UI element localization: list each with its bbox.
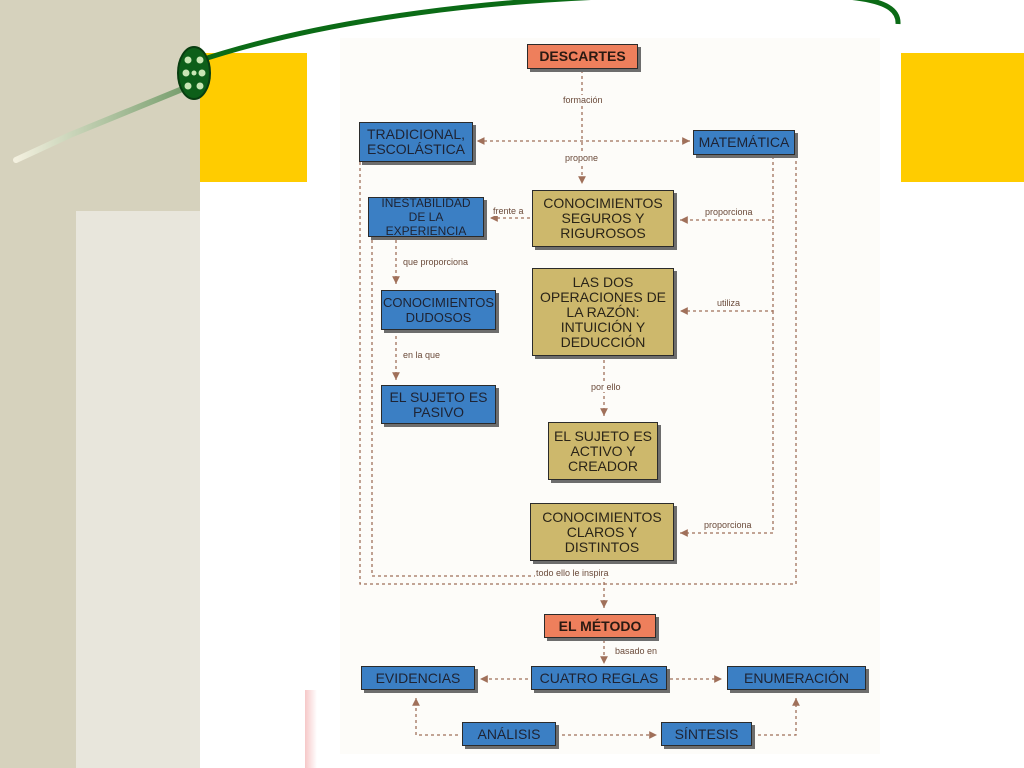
- label-propone: propone: [564, 153, 600, 163]
- label-todo-ello: todo ello le inspira: [535, 568, 610, 578]
- node-conocimientos-dudosos: CONOCIMIENTOS DUDOSOS: [381, 290, 496, 330]
- node-enumeracion: ENUMERACIÓN: [727, 666, 866, 690]
- node-sintesis: SÍNTESIS: [661, 722, 752, 746]
- accent-block-left: [200, 53, 307, 182]
- node-evidencias: EVIDENCIAS: [361, 666, 475, 690]
- node-sujeto-activo: EL SUJETO ES ACTIVO Y CREADOR: [548, 422, 658, 480]
- node-conocimientos-seguros: CONOCIMIENTOS SEGUROS Y RIGUROSOS: [532, 190, 674, 247]
- node-inestabilidad: INESTABILIDAD DE LA EXPERIENCIA: [368, 196, 484, 238]
- label-en-la-que: en la que: [402, 350, 442, 360]
- node-cuatro-reglas: CUATRO REGLAS: [531, 666, 667, 690]
- node-analisis: ANÁLISIS: [462, 722, 556, 746]
- side-panel: [76, 211, 200, 768]
- label-proporciona-2: proporciona: [703, 520, 753, 530]
- node-tradicional: TRADICIONAL, ESCOLÁSTICA: [359, 122, 473, 162]
- label-utiliza: utiliza: [716, 298, 742, 308]
- red-edge-fade: [305, 690, 317, 768]
- node-dos-operaciones: LAS DOS OPERACIONES DE LA RAZÓN: INTUICI…: [532, 268, 674, 356]
- accent-block-right: [901, 53, 1024, 182]
- label-frente-a: frente a: [492, 206, 525, 216]
- label-por-ello: por ello: [590, 382, 622, 392]
- label-formacion: formación: [562, 95, 604, 105]
- label-que-proporciona: que proporciona: [402, 257, 470, 267]
- node-conocimientos-claros: CONOCIMIENTOS CLAROS Y DISTINTOS: [530, 503, 674, 561]
- label-proporciona-1: proporciona: [704, 207, 754, 217]
- node-matematica: MATEMÁTICA: [693, 130, 795, 155]
- node-metodo: EL MÉTODO: [544, 614, 656, 638]
- node-descartes: DESCARTES: [527, 44, 638, 69]
- label-basado-en: basado en: [614, 646, 659, 656]
- node-sujeto-pasivo: EL SUJETO ES PASIVO: [381, 385, 496, 424]
